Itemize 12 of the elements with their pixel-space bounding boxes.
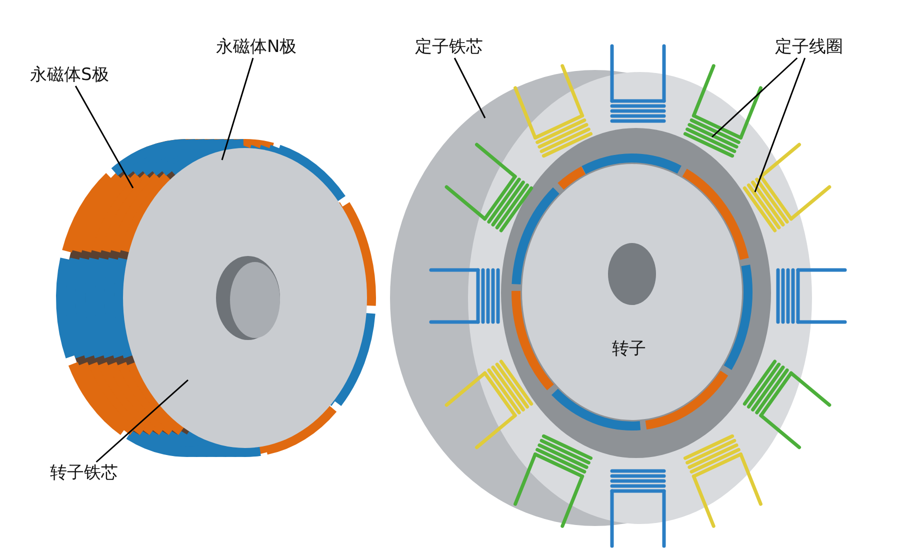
leader-line: [221, 58, 254, 160]
leader-line: [74, 86, 134, 188]
callout-label: 定子铁芯: [415, 36, 483, 58]
part-label: 转子: [612, 338, 646, 360]
leader-line: [711, 57, 798, 138]
callout-label: 永磁体N极: [216, 36, 297, 58]
leader-line: [96, 379, 188, 463]
callout-label: 永磁体S极: [30, 64, 109, 86]
callout-label: 转子铁芯: [50, 462, 118, 484]
leader-line: [754, 58, 806, 192]
callout-label: 定子线圈: [775, 36, 843, 58]
leader-line: [454, 58, 486, 118]
